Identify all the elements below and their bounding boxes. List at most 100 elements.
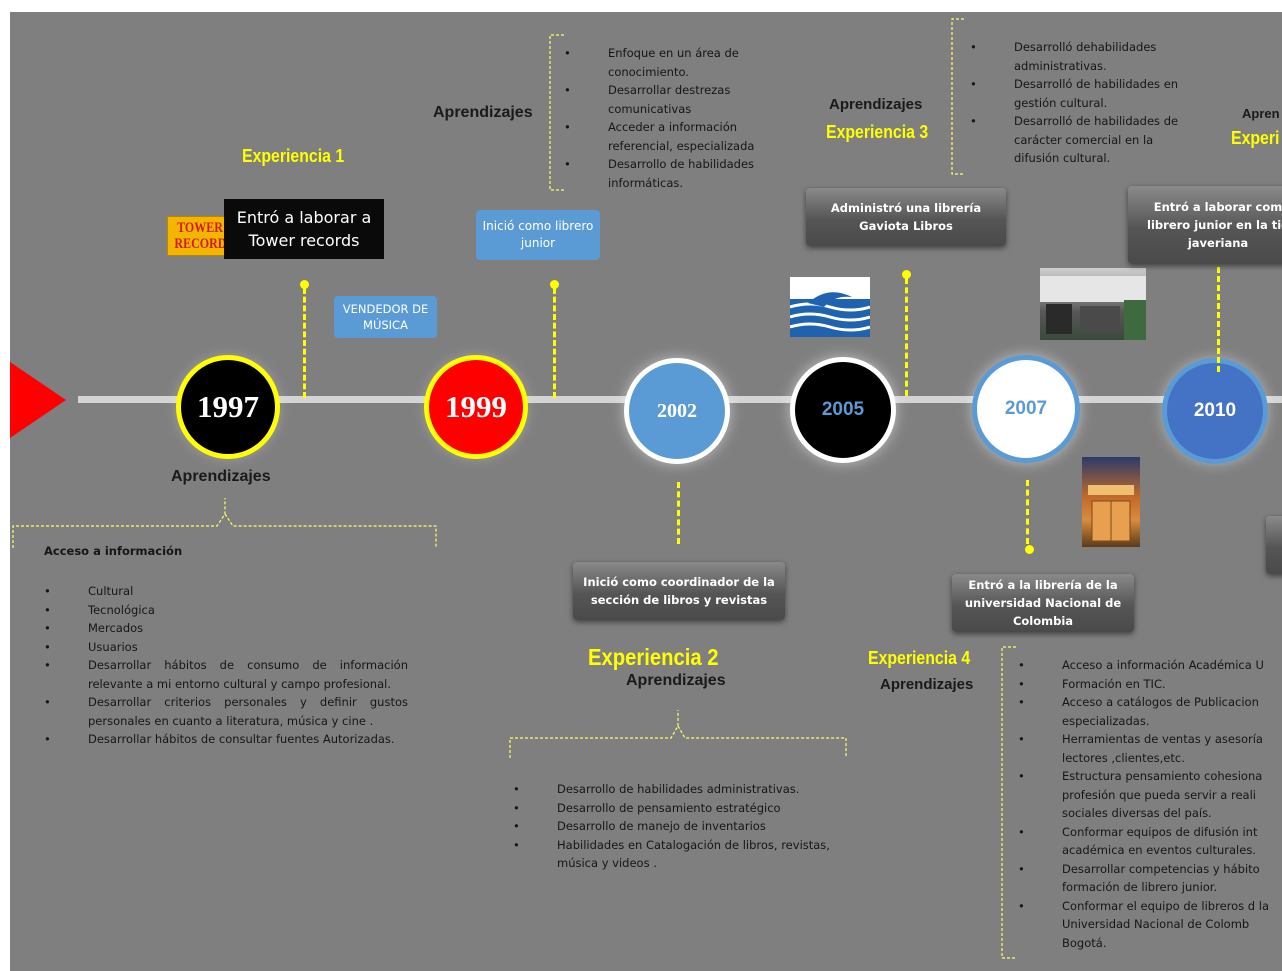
list-item: Desarrolló de habilidades de carácter co… — [970, 112, 1190, 168]
list-item-text: Desarrollo de manejo de inventarios — [557, 819, 766, 833]
list-item: Desarrollo de habilidades administrativa… — [513, 780, 833, 799]
list-item-text: Acceso a información Académica U — [1062, 658, 1264, 672]
experience-5-label: Experi — [1231, 128, 1280, 148]
tower-records-logo: TOWER RECORDS — [167, 216, 233, 256]
list-item: Desarrollo de pensamiento estratégico — [513, 799, 833, 818]
list-item-text: Desarrollar hábitos de consumo de inform… — [88, 658, 408, 691]
list-item-text: Desarrollar hábitos de consultar fuentes… — [88, 732, 395, 746]
list-item: Conformar equipos de difusión int académ… — [1018, 823, 1282, 860]
connector-dot — [550, 280, 559, 289]
list-item-text: Cultural — [88, 584, 134, 598]
list-2005: Desarrolló dehabilidades administrativas… — [970, 38, 1190, 168]
logo-line: TOWER — [177, 220, 223, 236]
year-2007-circle: 2007 — [972, 355, 1080, 463]
list-item: Acceso a información Académica U — [1018, 656, 1282, 675]
connector-line — [1026, 480, 1029, 544]
connector-line — [1217, 267, 1220, 372]
list-item: Acceso a catálogos de Publicacion especi… — [1018, 693, 1282, 730]
gaviota-logo-image — [790, 277, 870, 337]
aprendizajes-1999-heading: Aprendizajes — [433, 104, 533, 121]
experience-1-label: Experiencia 1 — [242, 146, 345, 166]
aprendizajes-2007-heading: Aprendizajes — [880, 676, 974, 693]
year-label: 2010 — [1193, 400, 1237, 421]
list-item: Desarrollar criterios personales y defin… — [44, 693, 408, 730]
year-label: 2007 — [1004, 398, 1048, 419]
list-item-text: Desarrollar destrezas comunicativas — [608, 83, 731, 116]
list-item-text: Usuarios — [88, 639, 138, 654]
list-item-text: Desarrollo de habilidades administrativa… — [557, 782, 800, 796]
list-item: Desarrollo de manejo de inventarios — [513, 817, 833, 836]
list-item-text: Habilidades en Catalogación de libros, r… — [557, 837, 830, 871]
experience-2-label: Experiencia 2 — [588, 644, 719, 670]
javeriana-box: Entró a laborar com librero junior en la… — [1128, 186, 1282, 264]
list-item-text: Conformar el equipo de libreros d la Uni… — [1062, 898, 1269, 950]
year-label: 1999 — [445, 389, 507, 424]
list-item: Mercados — [44, 619, 408, 638]
year-2005-circle: 2005 — [790, 357, 896, 463]
brace-1997 — [12, 498, 437, 548]
year-label: 2002 — [657, 399, 697, 422]
list-item-text: Enfoque en un área de conocimiento. — [608, 46, 739, 79]
bracket-1999 — [549, 34, 564, 191]
year-label: 2005 — [821, 399, 865, 420]
list-item-text: Desarrolló de habilidades en gestión cul… — [1014, 77, 1179, 110]
connector-line — [905, 278, 908, 396]
start-arrow-icon — [10, 362, 66, 438]
brace-2002 — [509, 710, 847, 758]
list-item-text: Desarrollar competencias y hábito formac… — [1062, 861, 1260, 895]
list-1999: Enfoque en un área de conocimiento. Desar… — [564, 44, 774, 192]
logo-line: RECORDS — [174, 236, 234, 252]
list-item: Conformar el equipo de libreros d la Uni… — [1018, 897, 1282, 953]
year-1997-circle: 1997 — [176, 355, 280, 459]
aprendizajes-1997-heading: Aprendizajes — [171, 468, 271, 485]
connector-dot — [902, 270, 911, 279]
connector-line — [303, 288, 306, 398]
list-item-text: Mercados — [88, 621, 144, 635]
list-item: Herramientas de ventas y asesoría lector… — [1018, 730, 1282, 767]
year-1999-circle: 1999 — [424, 355, 528, 459]
store-front-photo — [1082, 457, 1140, 547]
year-label: 1997 — [197, 389, 259, 424]
list-item: Enfoque en un área de conocimiento. — [564, 44, 774, 81]
building-icon — [1040, 276, 1146, 340]
tower-records-box: Entró a laborar a Tower records — [224, 199, 384, 259]
list-item: Acceder a información referencial, espec… — [564, 118, 774, 155]
list-2002: Desarrollo de habilidades administrativa… — [513, 780, 833, 873]
list-item: Desarrolló de habilidades en gestión cul… — [970, 75, 1190, 112]
list-item-text: Desarrolló de habilidades de carácter co… — [1014, 114, 1179, 165]
coordinador-box: Inició como coordinador de la sección de… — [573, 562, 785, 620]
vendedor-musica-box: VENDEDOR DE MÚSICA — [334, 296, 437, 338]
connector-line — [553, 288, 556, 398]
gaviota-libros-box: Administró una librería Gaviota Libros — [806, 188, 1006, 246]
list-item: Desarrollar destrezas comunicativas — [564, 81, 774, 118]
list-item: Habilidades en Catalogación de libros, r… — [513, 836, 833, 873]
list-item: Desarrolló dehabilidades administrativas… — [970, 38, 1190, 75]
year-2002-circle: 2002 — [624, 358, 730, 464]
list-item-text: Estructura pensamiento cohesiona profesi… — [1062, 769, 1263, 820]
nacional-box: Entró a la librería de la universidad Na… — [952, 574, 1134, 632]
list-item-text: Desarrollo de habilidades informáticas. — [608, 157, 755, 190]
list-item: Formación en TIC. — [1018, 675, 1282, 694]
list-item-text: Desarrolló dehabilidades administrativas… — [1014, 40, 1157, 73]
list-item-text: Herramientas de ventas y asesoría lector… — [1062, 732, 1263, 765]
timeline-canvas: 1997 1999 2002 2005 2007 2010 Experienci… — [10, 12, 1282, 971]
connector-dot — [1025, 545, 1034, 554]
connector-dot — [300, 280, 309, 289]
list-item-text: Desarrollo de pensamiento estratégico — [557, 800, 781, 815]
list-item-text: Conformar equipos de difusión int académ… — [1062, 824, 1258, 858]
library-building-photo — [1040, 268, 1146, 340]
bracket-2005 — [951, 18, 964, 175]
aprendizajes-2010-heading: Apren — [1242, 106, 1280, 121]
list-item: Usuarios — [44, 638, 408, 657]
store-icon — [1088, 485, 1134, 542]
next-box-partial — [1266, 516, 1282, 574]
list-item: Tecnológica — [44, 601, 408, 620]
aprendizajes-2002-heading: Aprendizajes — [626, 672, 726, 689]
list-2007-clip: Acceso a información Académica U Formació… — [1018, 656, 1282, 971]
experience-3-label: Experiencia 3 — [826, 122, 929, 142]
list-item: Cultural — [44, 582, 408, 601]
librero-junior-box: Inició como librero junior — [476, 210, 600, 260]
list-item: Desarrollar hábitos de consumo de inform… — [44, 656, 408, 693]
connector-line — [677, 482, 680, 544]
list-item-text: Desarrollar criterios personales y defin… — [88, 695, 408, 728]
